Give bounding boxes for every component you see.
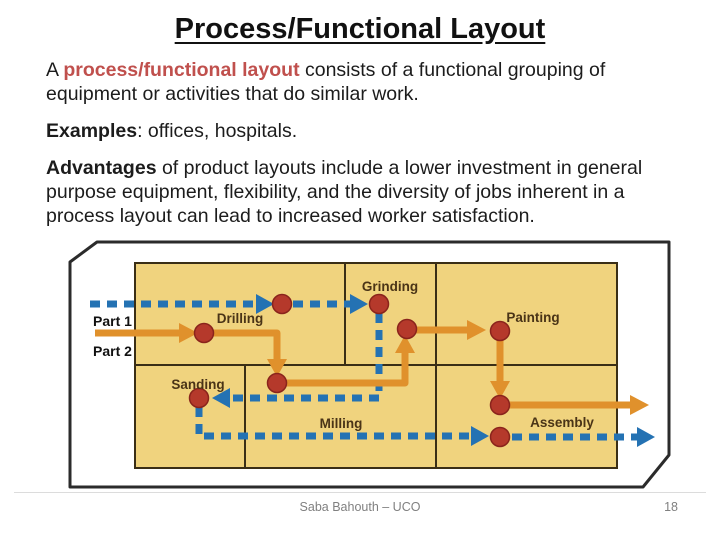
sanding-label: Sanding [171, 377, 224, 392]
p1-prefix: A [46, 59, 64, 81]
part1-flow [90, 300, 638, 441]
station-dots [188, 293, 511, 448]
part1-arrowheads [212, 294, 655, 447]
page-number: 18 [664, 500, 678, 514]
p3-rest: of product layouts include a lower inves… [46, 157, 643, 227]
part2-label: Part 2 [93, 343, 132, 359]
assembly-label: Assembly [530, 415, 594, 430]
drilling-label: Drilling [217, 311, 264, 326]
part1-label: Part 1 [93, 313, 132, 329]
footer-credit: Saba Bahouth – UCO [299, 500, 421, 514]
grinding-label: Grinding [362, 279, 418, 294]
paragraph-advantages: Advantages of product layouts include a … [46, 156, 696, 228]
p3-lead: Advantages [46, 157, 157, 179]
p2-lead: Examples [46, 120, 138, 142]
paragraph-examples: Examples: offices, hospitals. [46, 119, 696, 143]
page-title: Process/Functional Layout [0, 12, 720, 46]
part2-arrowheads [179, 320, 649, 415]
paragraph-definition: A process/functional layout consists of … [46, 58, 696, 106]
p1-rest: consists of a functional grouping of equ… [46, 59, 606, 105]
part2-flow [95, 326, 630, 409]
p2-rest: : offices, hospitals. [137, 120, 298, 142]
footer-divider [14, 492, 706, 493]
p1-highlight: process/functional layout [63, 59, 300, 81]
page-title-text: Process/Functional Layout [174, 13, 546, 45]
painting-label: Painting [506, 310, 559, 325]
milling-label: Milling [320, 416, 363, 431]
body-text-block: A process/functional layout consists of … [46, 58, 696, 241]
